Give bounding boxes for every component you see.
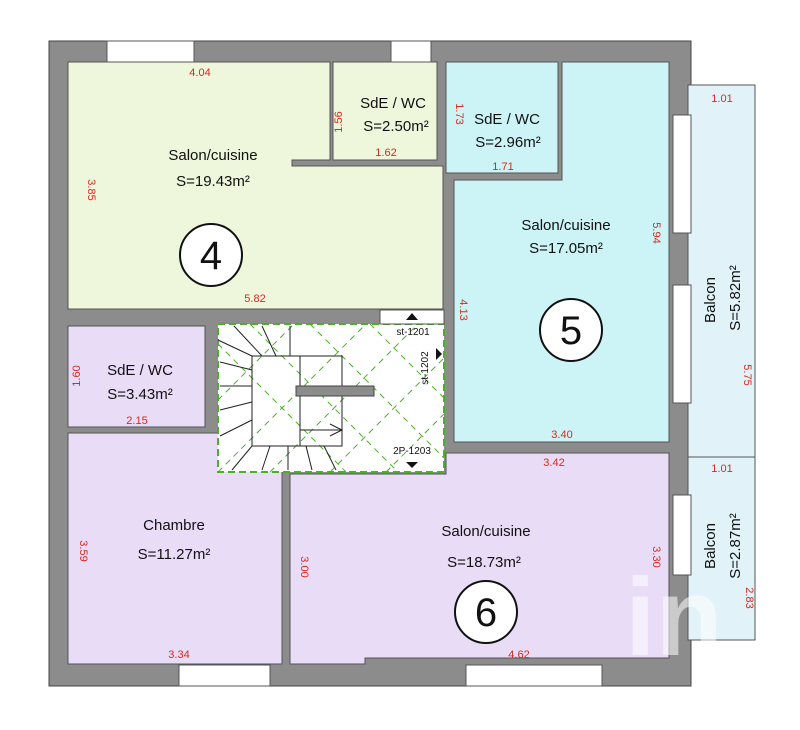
room-area-u6-salon: S=18.73m² <box>447 554 521 571</box>
room-name-u6-sde: SdE / WC <box>107 362 173 379</box>
dim-u6-salon-right: 3.30 <box>650 546 662 567</box>
dimension-labels: 4.04 3.85 5.82 1.56 1.62 1.73 1.71 5.94 … <box>71 67 755 661</box>
room-name-balcon-bottom: Balcon <box>702 523 719 569</box>
room-u6-sde <box>67 325 206 428</box>
dim-u6-sde-bottom: 2.15 <box>126 415 147 427</box>
room-name-u6-salon: Salon/cuisine <box>441 523 530 540</box>
room-name-u4-sde: SdE / WC <box>360 95 426 112</box>
room-u5-sde <box>445 61 559 174</box>
dim-u5-salon-bottom: 3.40 <box>551 429 572 441</box>
room-area-u5-sde: S=2.96m² <box>475 134 540 151</box>
room-area-u6-chambre: S=11.27m² <box>138 546 211 563</box>
room-area-u4-sde: S=2.50m² <box>363 118 428 135</box>
stairwell <box>217 309 445 473</box>
room-name-u5-salon: Salon/cuisine <box>521 217 610 234</box>
dim-u4-salon-bottom: 5.82 <box>244 293 265 305</box>
dim-u6-salon-left: 3.00 <box>298 556 310 577</box>
unit-4-number: 4 <box>200 234 222 278</box>
dim-u5-sde-bottom: 1.71 <box>492 161 513 173</box>
unit-markers: 4 5 6 <box>179 223 603 644</box>
stair-tag-st-1202: st-1202 <box>420 351 431 385</box>
unit-5-number: 5 <box>560 309 582 353</box>
dim-u5-sde-side: 1.73 <box>453 103 465 124</box>
dim-u6-chambre-bottom: 3.34 <box>168 649 189 661</box>
balcony-strip-top <box>687 84 756 458</box>
dim-u6-sde-side: 1.60 <box>71 365 83 386</box>
windows <box>106 40 692 687</box>
room-name-u4-salon: Salon/cuisine <box>168 147 257 164</box>
dim-u5-salon-left: 4.13 <box>457 299 469 320</box>
unit-6-circle <box>454 580 518 644</box>
stair-tag-st-1201: st-1201 <box>396 327 430 338</box>
room-name-balcon-top: Balcon <box>702 277 719 323</box>
dim-u4-salon-left: 3.85 <box>85 179 97 200</box>
dim-balcon-bottom-width: 1.01 <box>711 463 732 475</box>
dim-u5-salon-right: 5.94 <box>650 222 662 243</box>
unit-5-circle <box>539 298 603 362</box>
room-area-u4-salon: S=19.43m² <box>176 173 250 190</box>
dim-u6-chambre-side: 3.59 <box>77 540 89 561</box>
room-area-balcon-bottom: S=2.87m² <box>727 513 744 578</box>
unit-4-circle <box>179 223 243 287</box>
dim-u4-sde-side: 1.56 <box>333 111 345 132</box>
room-name-u5-sde: SdE / WC <box>474 111 540 128</box>
room-u4-salon <box>67 61 444 310</box>
dim-u4-sde-bottom: 1.62 <box>375 147 396 159</box>
room-area-u6-sde: S=3.43m² <box>107 386 172 403</box>
room-u4-sde <box>332 61 438 161</box>
room-u5-salon <box>453 61 670 443</box>
balcony-strip-bottom <box>687 456 756 641</box>
dim-u4-salon-top: 4.04 <box>189 67 210 79</box>
room-area-u5-salon: S=17.05m² <box>529 240 603 257</box>
dim-u6-salon-top: 3.42 <box>543 457 564 469</box>
dim-balcon-bottom-length: 2.83 <box>743 587 755 608</box>
dim-u6-salon-bottom: 4.62 <box>508 649 529 661</box>
room-labels: Salon/cuisine S=19.43m² SdE / WC S=2.50m… <box>107 95 744 579</box>
dim-balcon-top-width: 1.01 <box>711 93 732 105</box>
stair-tags: st-1201 st-1202 2P-1203 <box>393 327 431 457</box>
unit-6-number: 6 <box>475 591 497 635</box>
watermark-logo: in <box>625 556 723 679</box>
room-name-u6-chambre: Chambre <box>143 517 205 534</box>
room-area-balcon-top: S=5.82m² <box>727 265 744 330</box>
dim-balcon-top-length: 5.75 <box>741 364 753 385</box>
stair-tag-2p-1203: 2P-1203 <box>393 446 431 457</box>
room-u6-salon <box>289 452 670 665</box>
